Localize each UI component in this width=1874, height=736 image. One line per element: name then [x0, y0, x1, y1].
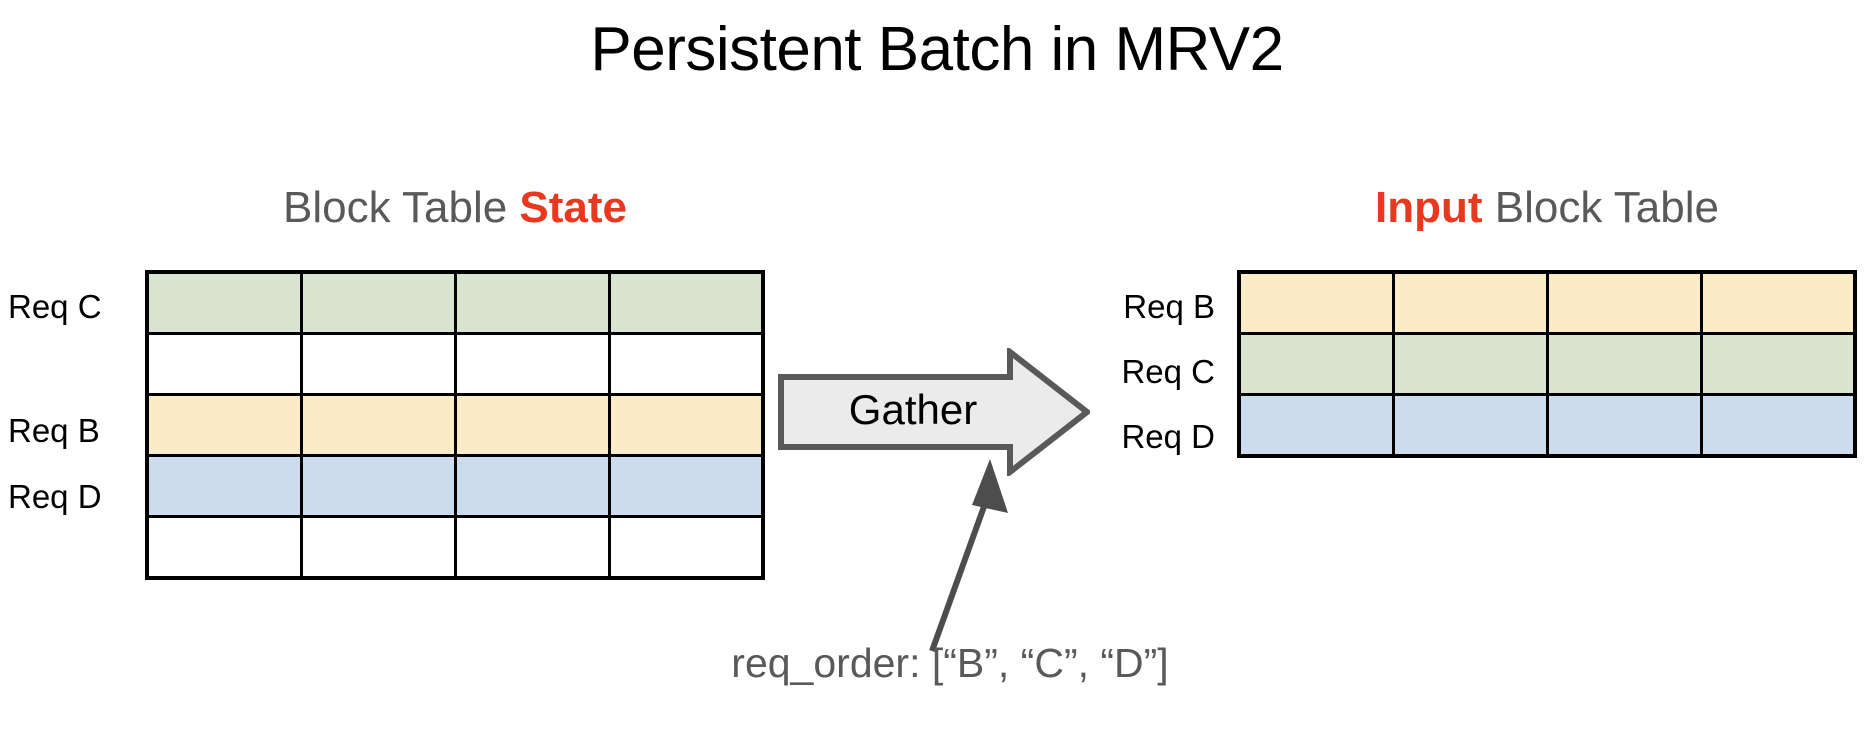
table-cell: [1391, 332, 1549, 396]
table-cell: [145, 393, 303, 457]
table-cell: [453, 515, 611, 580]
table-cell: [299, 332, 457, 396]
table-cell: [1391, 270, 1549, 335]
table-cell: [1545, 332, 1703, 396]
left-heading-prefix: Block Table: [282, 183, 520, 232]
right-heading-highlight: Input: [1375, 183, 1483, 232]
table-cell: [607, 332, 765, 396]
table-cell: [607, 270, 765, 335]
table-cell: [145, 332, 303, 396]
table-cell: [1545, 393, 1703, 458]
input-block-table: [1237, 270, 1857, 458]
table-cell: [607, 515, 765, 580]
row-label-left-req-b: Req B: [8, 412, 100, 449]
table-cell: [607, 393, 765, 457]
table-row: [1237, 270, 1857, 335]
table-cell: [145, 454, 303, 518]
table-cell: [1699, 270, 1857, 335]
row-label-left-req-d: Req D: [8, 478, 102, 515]
table-cell: [299, 515, 457, 580]
row-label-right-req-b: Req B: [1123, 288, 1215, 325]
table-cell: [299, 270, 457, 335]
table-cell: [453, 332, 611, 396]
table-cell: [145, 270, 303, 335]
table-cell: [1699, 332, 1857, 396]
table-row: [145, 454, 765, 518]
row-label-right-req-c: Req C: [1121, 353, 1215, 390]
table-cell: [1391, 393, 1549, 458]
req-order-annotation: req_order: [“B”, “C”, “D”]: [731, 640, 1169, 686]
block-table-state: [145, 270, 765, 580]
table-cell: [145, 515, 303, 580]
left-table-heading: Block Table State: [145, 182, 765, 234]
table-cell: [1699, 393, 1857, 458]
row-label-right-req-d: Req D: [1121, 418, 1215, 455]
table-row: [1237, 332, 1857, 396]
right-heading-suffix: Block Table: [1482, 183, 1719, 232]
table-row: [1237, 393, 1857, 458]
table-cell: [299, 454, 457, 518]
row-label-left-req-c: Req C: [8, 288, 102, 325]
table-cell: [1237, 270, 1395, 335]
left-heading-highlight: State: [519, 183, 628, 232]
table-row: [145, 332, 765, 396]
table-cell: [1237, 393, 1395, 458]
table-cell: [1237, 332, 1395, 396]
table-row: [145, 515, 765, 580]
right-table-heading: Input Block Table: [1237, 182, 1857, 234]
table-cell: [453, 393, 611, 457]
table-cell: [299, 393, 457, 457]
table-row: [145, 270, 765, 335]
table-cell: [453, 454, 611, 518]
gather-arrow-icon: [778, 348, 1090, 476]
page-title: Persistent Batch in MRV2: [590, 15, 1284, 84]
input-block-table-body: [1237, 270, 1857, 458]
table-cell: [607, 454, 765, 518]
block-table-state-body: [145, 270, 765, 580]
callout-arrow-icon: [929, 459, 1008, 653]
table-row: [145, 393, 765, 457]
table-cell: [453, 270, 611, 335]
table-cell: [1545, 270, 1703, 335]
